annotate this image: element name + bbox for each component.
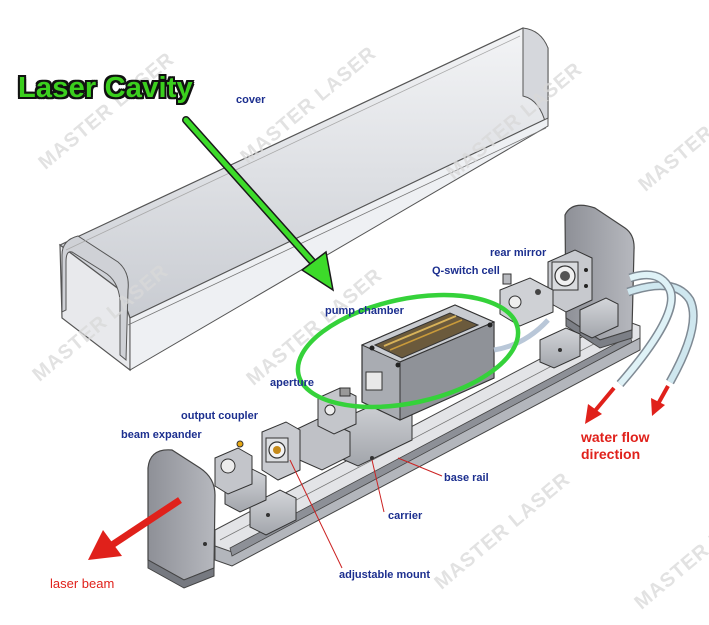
rear-mirror-part — [547, 249, 593, 313]
label-beam-expander: beam expander — [121, 429, 202, 441]
output-coupler-part — [261, 421, 301, 481]
green-pointer-arrow — [182, 116, 335, 292]
label-water-flow-line1: water flow — [581, 429, 650, 445]
cover-part — [58, 27, 549, 372]
water-flow-arrows — [585, 385, 670, 424]
pump-chamber-highlight — [295, 292, 521, 410]
diagram-title: Laser Cavity — [18, 72, 193, 104]
label-base-rail: base rail — [444, 472, 489, 484]
laser-beam-arrow — [88, 497, 182, 560]
label-rear-mirror: rear mirror — [490, 247, 547, 259]
beam-expander-part — [214, 440, 253, 495]
label-laser-beam: laser beam — [50, 576, 115, 591]
front-end-plate — [147, 449, 216, 589]
label-carrier: carrier — [388, 510, 423, 522]
label-adjustable-mount: adjustable mount — [339, 569, 431, 581]
label-q-switch-cell: Q-switch cell — [432, 265, 500, 277]
label-cover: cover — [236, 94, 266, 106]
label-pump-chamber: pump chamber — [325, 305, 404, 317]
aperture-part — [317, 387, 357, 435]
leader-lines — [289, 457, 443, 569]
label-aperture: aperture — [270, 377, 315, 389]
water-hoses — [616, 270, 698, 387]
label-output-coupler: output coupler — [181, 410, 258, 422]
label-water-flow-line2: direction — [581, 446, 641, 462]
q-switch-cell-part — [499, 273, 554, 327]
base-rail-part — [214, 317, 641, 567]
